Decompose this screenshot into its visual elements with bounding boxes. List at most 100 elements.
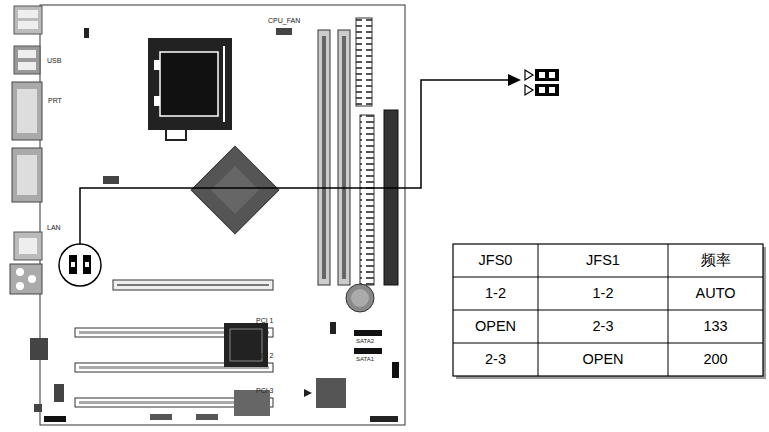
table-cell: 200	[668, 343, 763, 376]
io-ports-part	[18, 10, 38, 18]
ide-connector-part	[360, 115, 374, 285]
io-ports-part	[17, 89, 37, 133]
table-cell: 133	[668, 310, 763, 343]
header-connector	[44, 414, 398, 422]
jumper-highlight-part	[85, 262, 89, 267]
leader-line-part	[80, 80, 510, 244]
table-header: JFS0	[453, 244, 538, 277]
ic-chip-part	[54, 384, 64, 402]
ic-chip	[30, 338, 346, 416]
southbridge-chip	[224, 323, 268, 367]
io-ports-part	[10, 264, 42, 294]
cpu-socket-part	[166, 128, 186, 140]
ic-chip-part	[34, 404, 42, 412]
io-ports-part	[18, 21, 38, 29]
jumper-icon-part	[549, 72, 555, 78]
slot-label: PCI 1	[256, 317, 274, 324]
dimm-slot	[318, 30, 350, 285]
table-cell: 1-2	[453, 277, 538, 310]
table-cell: OPEN	[538, 343, 668, 376]
header-connector-part	[196, 414, 218, 420]
table-cell: OPEN	[453, 310, 538, 343]
dimm-slot-part	[342, 36, 346, 279]
io-ports-part	[18, 50, 36, 58]
southbridge-chip-part	[224, 323, 268, 367]
small-jumper-part	[84, 28, 89, 38]
battery	[346, 284, 374, 312]
header-connector-part	[370, 416, 398, 422]
atx12v-connector	[103, 176, 119, 184]
cpu-socket-part	[154, 96, 160, 106]
battery-part	[346, 284, 374, 312]
clear-cmos-jumper	[330, 322, 336, 334]
cpu-socket-part	[154, 60, 160, 70]
table-cell: 1-2	[538, 277, 668, 310]
jumper-icon	[525, 69, 559, 96]
jumper-highlight-part	[69, 255, 77, 274]
ide-connector	[360, 110, 398, 285]
cpu-socket	[148, 38, 232, 140]
sata-connector-part	[392, 362, 399, 378]
io-ports-part	[12, 82, 42, 140]
fan-header-part	[276, 28, 292, 35]
io-ports-part	[16, 282, 24, 290]
slot-label: PCI 2	[256, 352, 274, 359]
fan-header	[276, 28, 292, 35]
cpu-socket-part	[223, 46, 225, 122]
io-ports-part	[19, 238, 37, 254]
io-ports-part	[14, 6, 42, 34]
dimm-slot-part	[322, 36, 326, 279]
jumper-highlight-part	[59, 244, 101, 286]
io-ports-part	[14, 232, 42, 260]
clear-cmos-jumper-part	[330, 322, 336, 334]
cpu-socket-part	[160, 52, 218, 116]
jumper-icon-part	[525, 70, 533, 80]
agp-slot-part	[113, 280, 273, 290]
port-label: PRT	[48, 97, 62, 104]
io-ports-part	[16, 268, 24, 276]
jumper-icon-part	[539, 87, 545, 93]
dimm-slot-part	[338, 30, 350, 285]
dimm-slot-part	[318, 30, 330, 285]
table-cell: 2-3	[453, 343, 538, 376]
ic-chip-part	[304, 389, 312, 397]
table-cell: 2-3	[538, 310, 668, 343]
agp-slot	[113, 280, 273, 290]
table-header: JFS1	[538, 244, 668, 277]
table-grid-part	[453, 310, 763, 311]
io-ports	[10, 6, 42, 294]
connector-label: SATA2	[356, 338, 374, 344]
jumper-icon-part	[525, 85, 533, 95]
atx-power	[356, 18, 372, 106]
io-ports-part	[14, 46, 40, 74]
jumper-icon-part	[539, 72, 545, 78]
motherboard-part	[40, 5, 405, 425]
jumper-icon-part	[535, 84, 559, 96]
table-grid-part	[453, 244, 763, 376]
header-label: CPU_FAN	[268, 17, 300, 24]
atx-power-part	[356, 18, 372, 106]
northbridge-chip	[191, 146, 279, 234]
jumper-highlight-part	[83, 255, 91, 274]
sata-connector-part	[354, 330, 382, 336]
io-ports-part	[12, 148, 42, 202]
port-label: LAN	[47, 224, 61, 231]
battery-part	[351, 289, 369, 307]
jumper-icon-part	[549, 87, 555, 93]
jumper-icon-part	[535, 69, 559, 81]
sata-connector-part	[354, 348, 382, 354]
slot-label: PCI 3	[256, 387, 274, 394]
io-ports-part	[28, 275, 36, 283]
table-grid	[453, 244, 766, 379]
io-ports-part	[17, 155, 37, 195]
ic-chip-part	[30, 338, 48, 360]
table-header: 频率	[668, 244, 763, 277]
jumper-highlight	[59, 244, 101, 286]
ic-chip-part	[316, 378, 346, 408]
leader-line	[80, 74, 521, 244]
table-grid-part	[453, 343, 763, 344]
table-grid-part	[453, 277, 763, 278]
sata-connector	[354, 330, 399, 378]
